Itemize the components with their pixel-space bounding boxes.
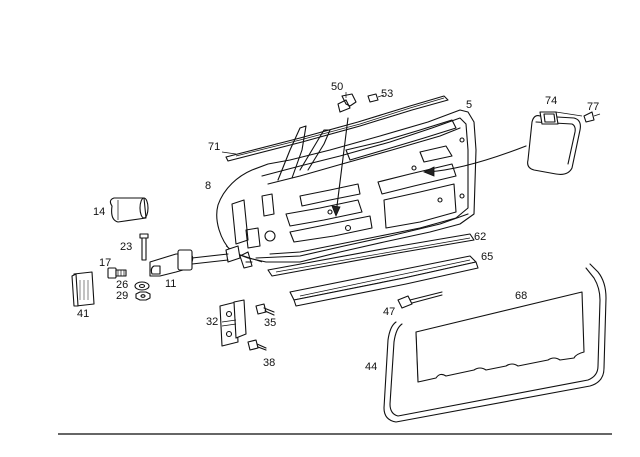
label-47: 47 <box>383 306 396 318</box>
bolt-35 <box>255 303 275 316</box>
bracket-41 <box>71 271 95 307</box>
label-41: 41 <box>77 308 90 320</box>
bolt-38 <box>247 339 267 351</box>
strip-65 <box>289 255 479 307</box>
label-62: 62 <box>474 231 487 243</box>
door-shell <box>216 109 477 269</box>
label-29: 29 <box>116 290 129 302</box>
label-5: 5 <box>466 99 473 111</box>
door-check-11 <box>149 245 241 277</box>
label-68: 68 <box>515 290 528 302</box>
label-77: 77 <box>587 101 600 113</box>
label-44: 44 <box>365 361 378 373</box>
label-74: 74 <box>545 95 558 107</box>
label-8: 8 <box>205 180 212 192</box>
mirror-74 <box>527 111 581 175</box>
panel-68 <box>415 291 585 383</box>
label-14: 14 <box>93 206 106 218</box>
screw-17 <box>107 267 127 279</box>
clip-47 <box>397 291 443 309</box>
pin-23 <box>139 233 149 261</box>
label-38: 38 <box>263 357 276 369</box>
hinge-32 <box>219 299 247 347</box>
washer-26 <box>134 281 150 291</box>
window-channel-strip <box>221 95 449 162</box>
strip-62 <box>267 233 475 277</box>
label-53: 53 <box>381 88 394 100</box>
leader-arrows <box>331 117 527 218</box>
cover-14 <box>109 197 149 223</box>
label-35: 35 <box>264 317 277 329</box>
seal-44 <box>383 263 607 423</box>
screw-53 <box>367 93 385 103</box>
label-65: 65 <box>481 251 494 263</box>
label-26: 26 <box>116 279 129 291</box>
label-50: 50 <box>331 81 344 93</box>
screw-77 <box>583 111 601 123</box>
label-11: 11 <box>165 278 177 290</box>
clip-50 <box>337 92 357 113</box>
label-17: 17 <box>99 257 112 269</box>
label-32: 32 <box>206 316 219 328</box>
nut-29 <box>135 291 151 301</box>
label-71: 71 <box>208 141 221 153</box>
label-23: 23 <box>120 241 133 253</box>
